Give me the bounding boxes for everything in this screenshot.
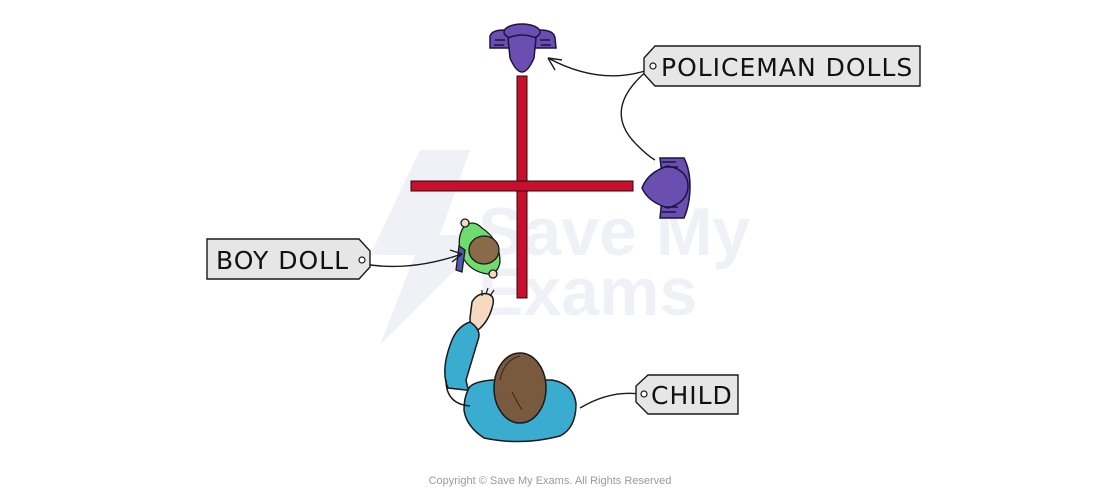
watermark-line2: Exams [478, 254, 697, 330]
arrow-to-policeman-top [547, 57, 649, 77]
boy-doll [455, 218, 501, 279]
policeman-doll-right [641, 157, 691, 219]
line-to-child [579, 392, 641, 409]
boy-doll-label: BOY DOLL [216, 246, 349, 275]
cross-walls [410, 75, 634, 299]
copyright-text: Copyright © Save My Exams. All Rights Re… [429, 475, 672, 487]
policeman-doll-top [489, 23, 557, 73]
watermark-bolt-icon [370, 150, 490, 345]
label-tag-child: CHILD [635, 374, 739, 415]
arrow-to-boy-doll [363, 253, 463, 268]
line-to-policeman-right [620, 69, 656, 161]
child [444, 287, 577, 443]
child-label: CHILD [651, 381, 733, 410]
label-tag-policeman-dolls: POLICEMAN DOLLS [643, 45, 921, 87]
label-tag-boy-doll: BOY DOLL [206, 238, 371, 280]
connector-lines [363, 57, 656, 409]
policeman-dolls-label: POLICEMAN DOLLS [661, 53, 913, 82]
watermark: Save My Exams [370, 150, 750, 345]
